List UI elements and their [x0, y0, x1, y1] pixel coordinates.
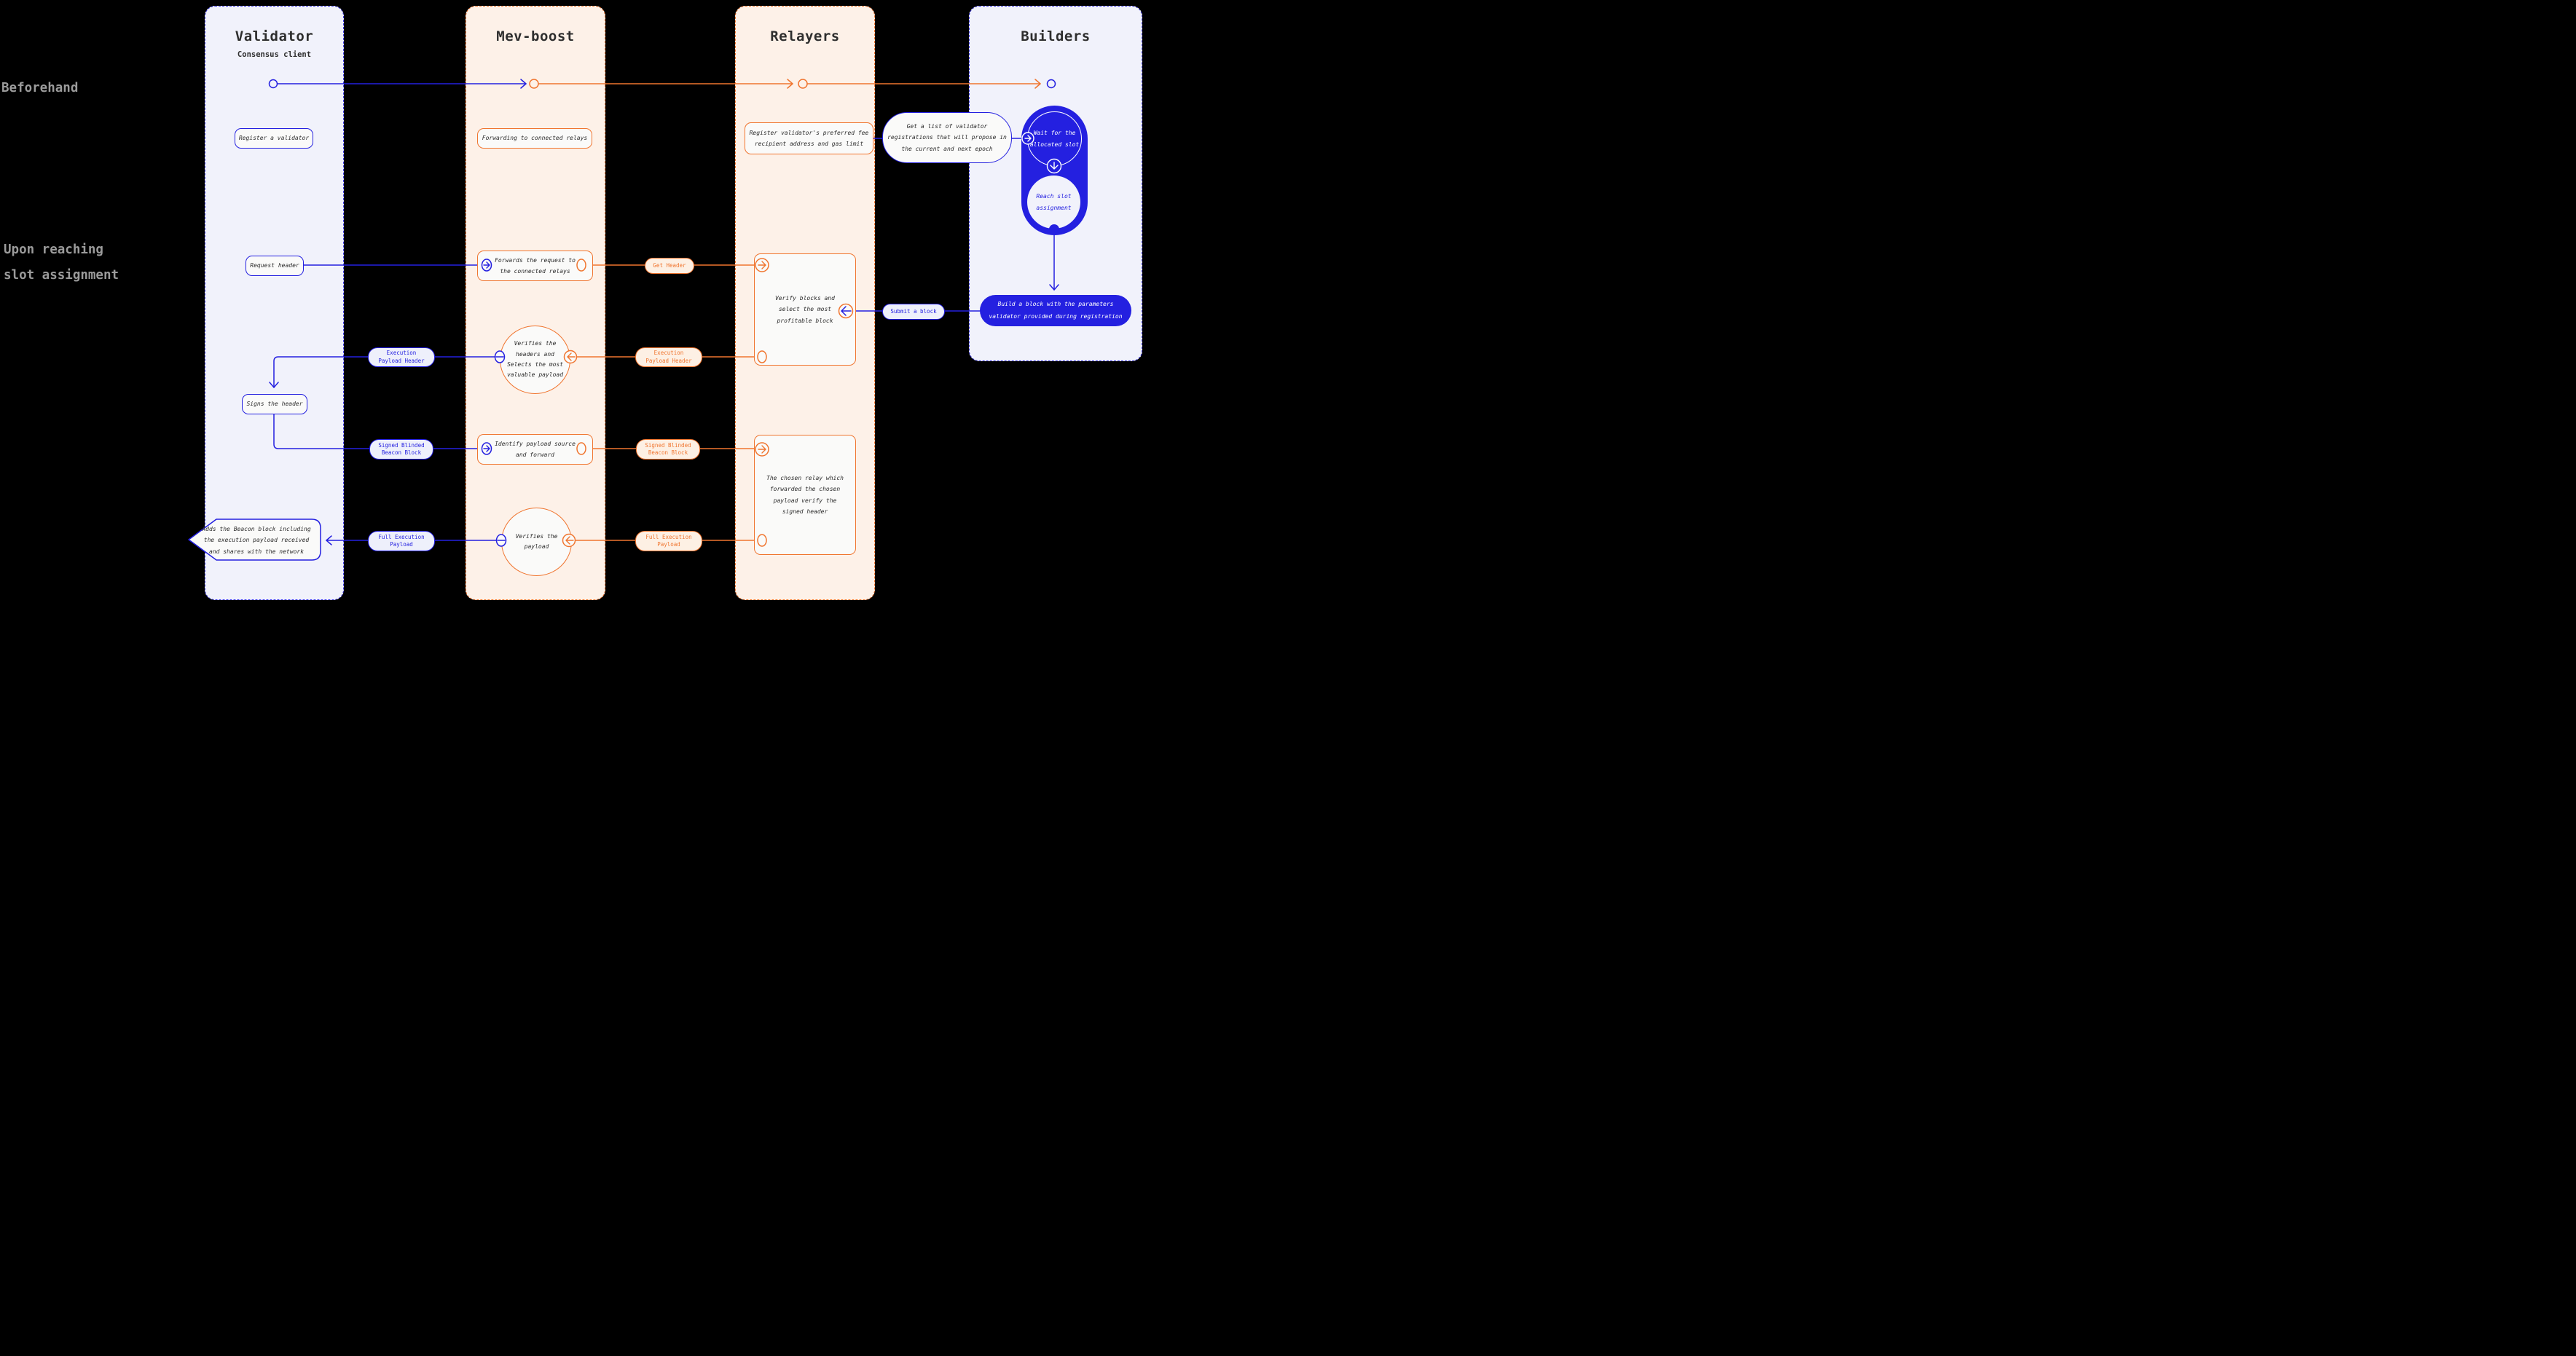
node-reach-slot: Reach slot assignment: [1027, 176, 1080, 229]
node-register-validator: Register a validator: [235, 128, 313, 149]
node-get-list: Get a list of validator registrations th…: [882, 112, 1012, 163]
column-title-builders: Builders: [1021, 28, 1091, 44]
node-forwarding-relays: Forwarding to connected relays: [477, 128, 592, 149]
node-chosen-relay: The chosen relay which forwarded the cho…: [754, 435, 856, 555]
node-identify-payload: Identify payload source and forward: [477, 434, 593, 465]
column-title-mevboost: Mev-boost: [496, 28, 575, 44]
node-signs-header: Signs the header: [242, 394, 307, 414]
badge-execution-payload-header-orange: Execution Payload Header: [635, 347, 702, 367]
phase-label-upon-reaching: Upon reaching slot assignment: [4, 243, 119, 283]
node-verifies-headers: Verifies the headers and Selects the mos…: [500, 326, 570, 394]
node-request-header: Request header: [246, 256, 304, 276]
mev-boost-diagram: Validator Consensus client Mev-boost Rel…: [0, 0, 1142, 602]
builders-capsule: Wait for the allocated slot Reach slot a…: [1021, 106, 1088, 235]
node-adds-beacon-label: Adds the Beacon block including the exec…: [202, 526, 311, 555]
column-mevboost: Mev-boost: [466, 6, 605, 600]
node-register-fee: Register validator's preferred fee recip…: [745, 122, 873, 154]
column-title-validator: Validator: [235, 28, 314, 44]
lifeline-start-circles: [268, 79, 1056, 89]
badge-full-execution-blue: Full Execution Payload: [368, 531, 435, 551]
node-wait-slot: Wait for the allocated slot: [1027, 111, 1082, 166]
badge-signed-blinded-orange: Signed Blinded Beacon Block: [636, 439, 700, 460]
column-validator: Validator Consensus client: [205, 6, 344, 600]
badge-signed-blinded-blue: Signed Blinded Beacon Block: [369, 439, 433, 460]
node-verify-blocks: Verify blocks and select the most profit…: [754, 253, 856, 366]
badge-submit-block: Submit a block: [882, 304, 945, 320]
node-verifies-payload: Verifies the payload: [501, 508, 572, 576]
column-title-relayers: Relayers: [770, 28, 840, 44]
badge-execution-payload-header-blue: Execution Payload Header: [368, 347, 435, 367]
node-forwards-request: Forwards the request to the connected re…: [477, 251, 593, 281]
node-build-block: Build a block with the parameters valida…: [980, 295, 1131, 326]
column-subtitle-validator: Consensus client: [237, 50, 312, 59]
phase-label-beforehand: Beforehand: [1, 81, 79, 95]
badge-full-execution-orange: Full Execution Payload: [635, 531, 702, 551]
badge-get-header: Get Header: [645, 258, 694, 274]
